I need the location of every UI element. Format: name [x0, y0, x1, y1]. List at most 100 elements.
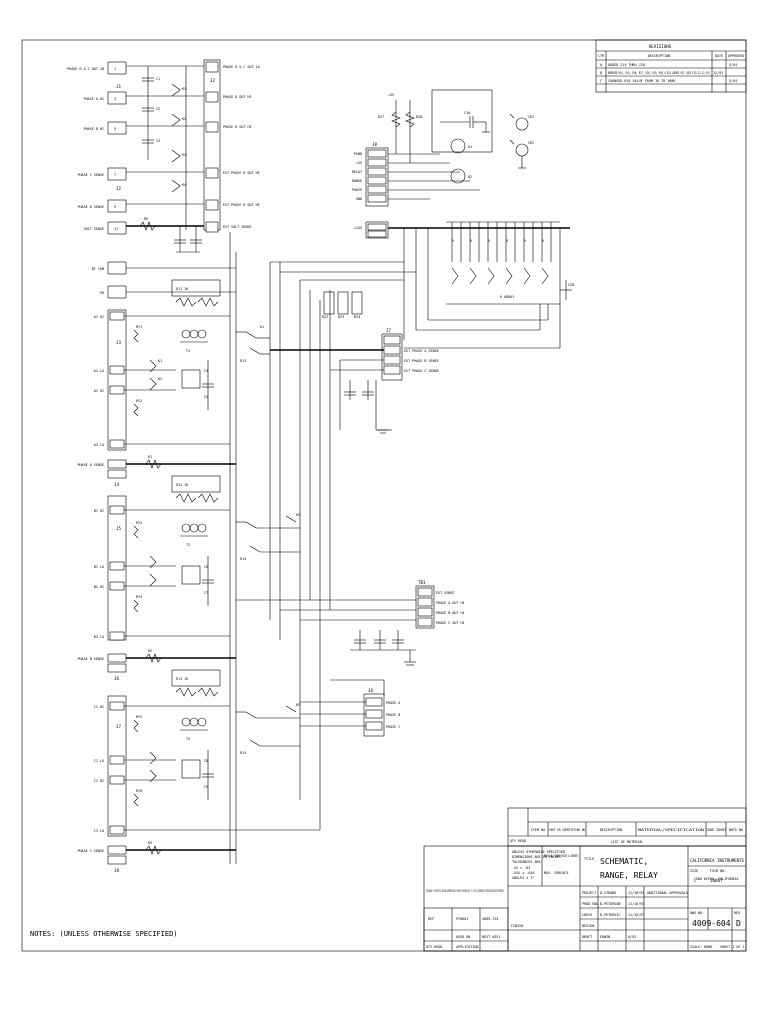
approval-date: 11/16/93 [628, 913, 644, 917]
svg-text:C4: C4 [204, 369, 208, 373]
svg-text:R3: R3 [148, 841, 152, 845]
pcb-label: PCB001 [456, 917, 468, 921]
svg-text:3: 3 [114, 97, 116, 101]
conn-label-phase-b-hi: PHASE B HI [84, 127, 104, 131]
svg-text:R9: R9 [144, 217, 148, 221]
conn-label-a3-lo: A3 LO [94, 443, 104, 447]
svg-text:T3: T3 [186, 737, 190, 741]
svg-text:K1: K1 [158, 359, 162, 363]
company-name: CALIFORNIA INSTRUMENTS [690, 858, 744, 863]
svg-text:C2: C2 [156, 107, 160, 111]
conn-label-ext-phase-d-out-hi-2: EXT PHASE D OUT HI [223, 203, 260, 207]
phase-a-sense-label: PHASE A SENSE [77, 463, 104, 467]
tb1-terminal-block: TB1 EXT SENSE PHASE A OUT HI PHASE B OUT… [350, 580, 465, 666]
svg-text:K3: K3 [296, 513, 300, 517]
sheet-border [21, 39, 747, 952]
additional-approvals: ADDITIONAL APPROVALS [647, 891, 688, 895]
title-block: QTY REQD ITEM NO PART OR IDENTIFYING NO … [423, 807, 747, 952]
svg-text:11: 11 [114, 227, 118, 231]
svg-text:1: 1 [114, 67, 116, 71]
bus-wires: R22 R23 R24 [229, 232, 416, 864]
size-label: SIZE [690, 869, 698, 873]
scale-note: SCALE: NONE [690, 945, 712, 949]
svg-text:GND: GND [356, 197, 362, 201]
svg-text:K3: K3 [182, 153, 186, 157]
j-bottom-phase-c: PHASE C [386, 725, 400, 729]
svg-text:R: R [542, 239, 545, 243]
rev-row-approved: 5/94 [729, 63, 737, 67]
svg-text:B3 LO: B3 LO [94, 635, 104, 639]
drawing-number: 4009-604 [692, 919, 731, 928]
conn-label-ext-volt-sense: EXT VOLT SENSE [223, 225, 252, 229]
conn-label-a1-lo: A1 LO [94, 369, 104, 373]
rev-row-ltr: C [600, 79, 602, 83]
conn-label-phase-d-out-hi: PHASE D OUT HI [223, 95, 252, 99]
svg-text:+24V: +24V [354, 226, 362, 230]
svg-text:R23: R23 [338, 315, 344, 319]
finish-note: BREAK ALL SHARP EDGES & CORNERS [544, 854, 578, 858]
proprietary-notice: THIS DRAWING IS THE PROPERTY OF CALIFORN… [426, 889, 504, 893]
revisions-title: REVISIONS [649, 44, 672, 49]
svg-text:K2: K2 [158, 377, 162, 381]
svg-text:C5: C5 [204, 395, 208, 399]
svg-text:R14: R14 [240, 557, 246, 561]
svg-text:J4: J4 [114, 482, 120, 487]
phase-b-section: J5 B1 HI B1 LO B2 HI B3 LO RY3 RY4 R12 1… [77, 475, 300, 681]
rev-label: REV [734, 911, 740, 915]
j-bottom-phase-b: PHASE B [386, 713, 400, 717]
rev-row-desc: CHANGED R10 VALUE FROM 1K TO 100K [608, 79, 676, 83]
role-project: PROJECT [582, 891, 596, 895]
conn-label-bt-com: BT COM [92, 267, 104, 271]
company-city: SAN DIEGO, CALIFORNIA [696, 877, 739, 881]
svg-text:RY1: RY1 [136, 325, 142, 329]
svg-text:PGND: PGND [354, 152, 362, 156]
title-label: TITLE [584, 857, 594, 861]
svg-text:RY5: RY5 [136, 715, 142, 719]
svg-text:R: R [452, 239, 455, 243]
svg-text:J2: J2 [116, 186, 122, 191]
parts-header-part-no: PART OR IDENTIFYING NO [549, 828, 585, 832]
conn-label-ph: PH [100, 291, 104, 295]
rev-row-desc: ADDED J14 THRU J28 [608, 63, 645, 67]
svg-text:RY3: RY3 [136, 521, 142, 525]
svg-text:C6: C6 [204, 565, 208, 569]
conn-label-ext-phase-d-out-hi: EXT PHASE D OUT HI [223, 171, 260, 175]
tolerance-line: TOLERANCES ARE: [512, 860, 543, 864]
svg-text:B1 LO: B1 LO [94, 565, 104, 569]
j-bottom-phase-a: PHASE A [386, 701, 400, 705]
svg-text:R24: R24 [354, 315, 360, 319]
sheet-number: SHEET 1 OF 1 [720, 945, 745, 949]
application-label: APPLICATION [456, 945, 478, 949]
parts-header-note: NOTE NO [729, 828, 743, 832]
svg-text:Q2: Q2 [468, 175, 472, 179]
svg-text:T2: T2 [186, 543, 190, 547]
svg-text:+5V: +5V [388, 93, 394, 97]
svg-text:B1 HI: B1 HI [94, 509, 104, 513]
svg-text:J1: J1 [116, 84, 122, 89]
rev-row-approved: 5/94 [729, 79, 737, 83]
svg-text:J3: J3 [116, 340, 122, 345]
svg-text:PHASE: PHASE [352, 188, 362, 192]
conn-label-ext-phase-b-sense: EXT PHASE B SENSE [404, 359, 439, 363]
tolerance-line: .XX ± .03 [512, 866, 530, 870]
parts-header-code: CODE IDENT [706, 828, 726, 832]
finish-note: MAX. SURFACE [544, 871, 569, 875]
svg-text:TB1: TB1 [418, 580, 426, 585]
tb1-phase-b-out: PHASE B OUT HI [436, 611, 465, 615]
svg-text:C10: C10 [464, 111, 470, 115]
rev-header-date: DATE [715, 54, 723, 58]
rev-row-date: 12/93 [713, 71, 723, 75]
svg-text:T1: T1 [186, 349, 190, 353]
approval-date: 11/16/93 [628, 891, 644, 895]
svg-text:R15: R15 [240, 751, 246, 755]
parts-header-qty: QTY REQD [510, 839, 526, 843]
finish-label: FINISH [511, 924, 523, 928]
svg-text:R12 1K: R12 1K [176, 483, 189, 487]
tolerance-line: ANGLES ± 1° [512, 876, 534, 880]
svg-text:J5: J5 [116, 526, 122, 531]
fscm-value: 16067 [710, 878, 723, 883]
tb1-phase-a-out: PHASE A OUT HI [436, 601, 465, 605]
resistor-array: R R R R R R U ARRAY [446, 221, 560, 305]
svg-text:J7: J7 [386, 328, 392, 333]
